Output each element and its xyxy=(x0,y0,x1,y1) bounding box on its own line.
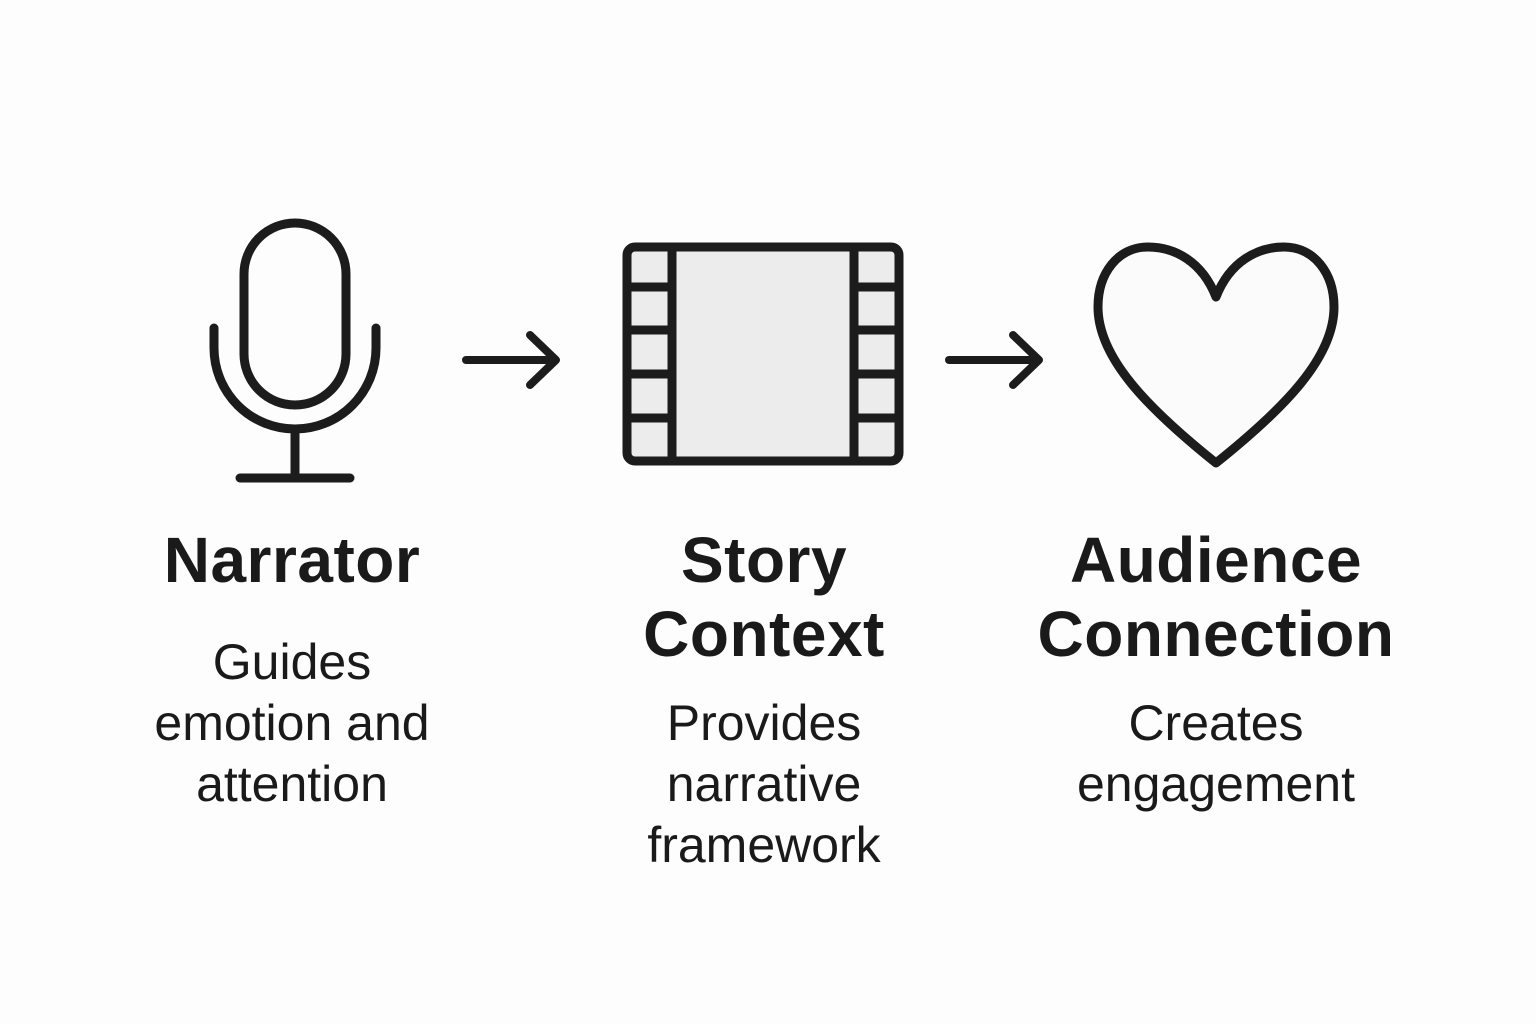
title-line: Narrator xyxy=(163,524,421,596)
step-title-narrator: Narrator xyxy=(90,523,494,597)
arrow-right-icon xyxy=(945,331,1043,389)
description-line: emotion and xyxy=(154,695,430,751)
description-line: attention xyxy=(196,756,388,812)
title-line: Context xyxy=(643,598,885,670)
step-description-story-context: Provides narrative framework xyxy=(562,693,966,876)
description-line: narrative xyxy=(666,756,862,812)
description-line: Creates xyxy=(1128,695,1304,751)
film-strip-icon xyxy=(622,242,904,466)
title-line: Connection xyxy=(1037,598,1395,670)
arrow-right-icon xyxy=(462,331,560,389)
description-line: engagement xyxy=(1076,756,1355,812)
title-line: Story xyxy=(680,524,848,596)
description-line: Provides xyxy=(666,695,862,751)
description-line: Guides xyxy=(212,634,372,690)
step-title-audience-connection: Audience Connection xyxy=(996,523,1436,671)
step-description-narrator: Guides emotion and attention xyxy=(90,632,494,815)
step-title-story-context: Story Context xyxy=(562,523,966,671)
step-description-audience-connection: Creates engagement xyxy=(996,693,1436,815)
heart-icon xyxy=(1093,242,1339,468)
description-line: framework xyxy=(647,817,881,873)
title-line: Audience xyxy=(1069,524,1363,596)
microphone-icon xyxy=(209,218,381,483)
